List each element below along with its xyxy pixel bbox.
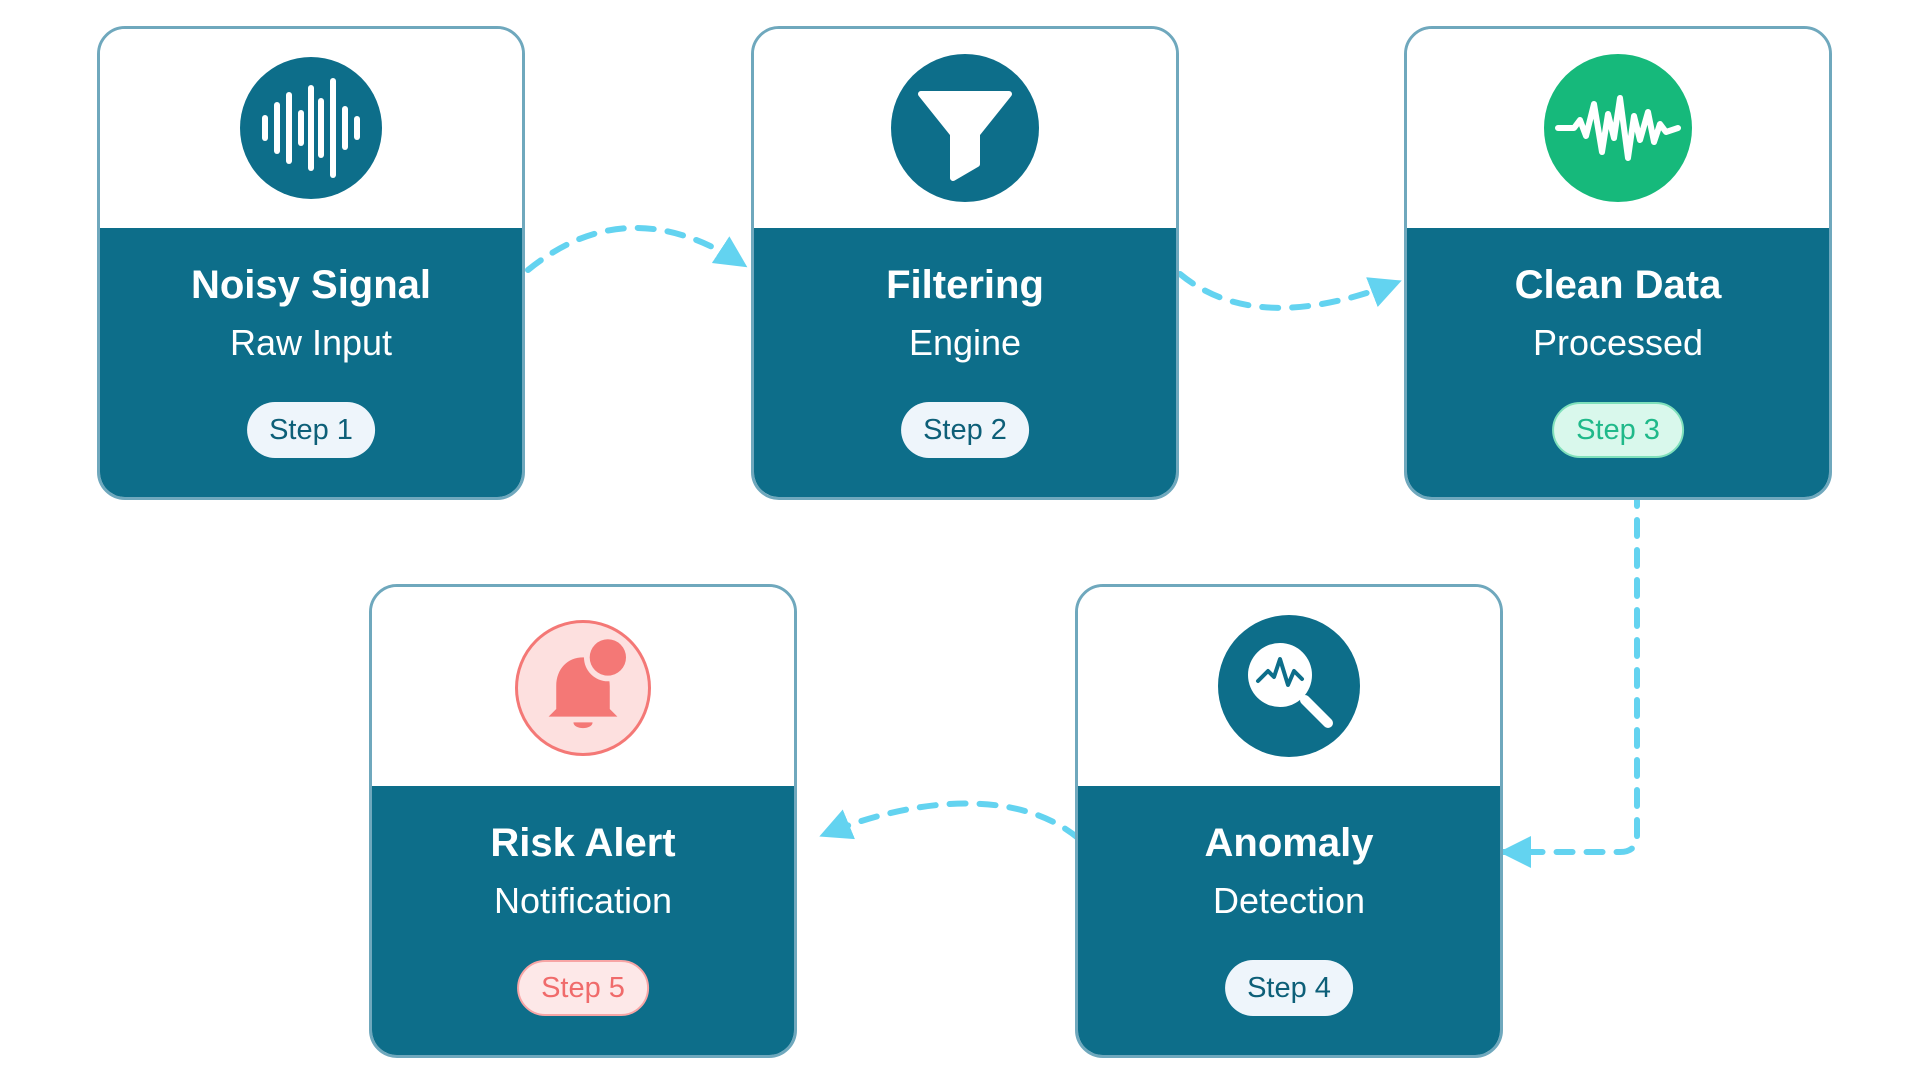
- step-title: Risk Alert: [490, 821, 676, 865]
- step-badge: Step 4: [1225, 960, 1353, 1016]
- connector-step1-to-step2: [525, 225, 748, 273]
- step-title: Clean Data: [1514, 263, 1722, 307]
- step-title: Filtering: [886, 263, 1044, 307]
- step-title: Noisy Signal: [190, 263, 432, 307]
- step-subtitle: Processed: [1532, 322, 1704, 363]
- connector-step3-to-step4: [1499, 487, 1640, 868]
- connector-step4-to-step5: [819, 800, 1081, 841]
- step-card-anomaly: Anomaly Detection Step 4: [1075, 584, 1503, 1058]
- step-card-clean-data: Clean Data Processed Step 3: [1404, 26, 1832, 500]
- step-card-noisy-signal: Noisy Signal Raw Input Step 1: [97, 26, 525, 500]
- funnel-icon: [891, 54, 1039, 202]
- step-badge: Step 5: [517, 960, 649, 1016]
- magnifier-chart-icon: [1218, 615, 1360, 757]
- bell-alert-icon: [515, 620, 651, 756]
- step-title: Anomaly: [1204, 821, 1374, 865]
- connector-step2-to-step3: [1177, 271, 1402, 311]
- step-badge: Step 3: [1552, 402, 1684, 458]
- waveform-icon: [240, 57, 382, 199]
- step-subtitle: Engine: [908, 322, 1022, 363]
- step-badge: Step 2: [901, 402, 1029, 458]
- step-card-risk-alert: Risk Alert Notification Step 5: [369, 584, 797, 1058]
- step-subtitle: Detection: [1212, 880, 1366, 921]
- step-badge: Step 1: [247, 402, 375, 458]
- step-subtitle: Raw Input: [229, 322, 393, 363]
- step-subtitle: Notification: [493, 880, 673, 921]
- clean-waveform-icon: [1544, 54, 1692, 202]
- step-card-filtering: Filtering Engine Step 2: [751, 26, 1179, 500]
